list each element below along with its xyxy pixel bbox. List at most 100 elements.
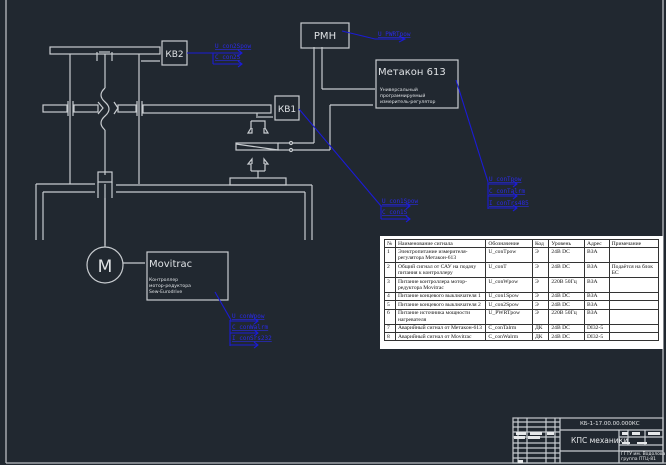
signal-table: № Наименование сигнала Обозначение Код У…	[380, 236, 663, 350]
signal-designation: C_conWalrm	[485, 332, 533, 342]
motor-label: M	[98, 257, 113, 277]
signal-tag: I_conSrs232	[232, 335, 272, 342]
signal-name: Питание концевого выключателя 2	[394, 300, 487, 310]
metakon-desc-3: измеритель-регулятор	[380, 100, 435, 105]
column-header: Код	[531, 238, 550, 249]
motor: M	[86, 198, 145, 284]
rmn-label: РМН	[314, 31, 336, 42]
signal-tag: U_con2Spow	[215, 43, 252, 50]
signal-code: Э	[531, 247, 550, 264]
signal-note	[608, 277, 660, 293]
movitrac-title: Movitrac	[149, 259, 192, 270]
signal-note	[608, 332, 660, 342]
signal-address: ВЗА	[583, 291, 610, 302]
signal-code: Э	[531, 277, 550, 293]
signal-designation: U_PWRTpow	[485, 308, 533, 325]
column-header: №	[384, 238, 396, 249]
signal-note	[608, 247, 660, 264]
column-header: Примечание	[608, 238, 660, 249]
table-header-row: № Наименование сигнала Обозначение Код У…	[384, 238, 660, 249]
base-frame	[35, 183, 313, 240]
column-header: Обозначение	[485, 238, 533, 249]
row-number: 7	[384, 323, 396, 334]
rmn-block: РМН	[300, 22, 350, 49]
drawing-title: КПС механики	[571, 436, 629, 445]
column-header: Уровень	[548, 238, 585, 249]
signal-level: 220В 50Гц	[548, 277, 585, 293]
signal-address: ВЗА	[583, 300, 610, 310]
movitrac-desc-1: Контроллер	[149, 277, 178, 283]
signal-name: Питание источника мощности нагревателя	[394, 308, 487, 325]
signal-designation: C_conTalrm	[485, 323, 533, 334]
document-code: КБ-1-17.00.00.000КС	[580, 421, 640, 427]
metakon-title: Метакон 613	[378, 67, 446, 78]
signal-name: Питание контроллера мотор-редуктора Movi…	[394, 277, 487, 293]
signal-name: Общий сигнал от САУ на подачу питания к …	[394, 262, 487, 279]
row-number: 3	[384, 277, 396, 293]
kv1-switch: КВ1	[274, 95, 300, 121]
signal-name: Аварийный сигнал от Метакон-613	[394, 323, 487, 334]
kv1-label: КВ1	[278, 105, 296, 115]
signal-designation: U_conWpow	[485, 277, 533, 293]
signal-tag: U_con1Spow	[382, 198, 419, 205]
column-header: Наименование сигнала	[394, 238, 487, 249]
signal-name: Питание концевого выключателя 1	[394, 291, 487, 302]
signal-address: ВЗА	[583, 277, 610, 293]
signal-tag: C_con1S	[382, 209, 408, 216]
signal-address: ВЗА	[583, 308, 610, 325]
signal-tag: C_conWalrm	[232, 324, 269, 331]
signal-level: 220В 50Гц	[548, 308, 585, 325]
signal-code: Э	[531, 308, 550, 325]
signal-code: Э	[531, 262, 550, 279]
metakon-desc-1: Универсальный	[380, 86, 418, 93]
signal-note	[608, 291, 660, 302]
signal-tag: I_conTrs485	[489, 200, 529, 207]
metakon-block: Метакон 613 Универсальный программируемы…	[375, 59, 459, 109]
signal-level: 24В DC	[548, 323, 585, 334]
signal-tag: U_PWRTpow	[378, 31, 411, 38]
row-number: 5	[384, 300, 396, 310]
movitrac-desc-2: мотор-редуктора	[149, 284, 191, 289]
signal-address: DI32-5	[583, 323, 610, 334]
column-header: Адрес	[583, 238, 610, 249]
signal-level: 24В DC	[548, 247, 585, 264]
signal-note	[608, 323, 660, 334]
signal-code: Э	[531, 300, 550, 310]
organization-line-1: ГГТУ им. Водолова	[621, 452, 666, 457]
signal-level: 24В DC	[548, 300, 585, 310]
signal-tag: C_con2S	[215, 54, 241, 61]
signal-level: 24В DC	[548, 332, 585, 342]
signal-designation: U_con1Spow	[485, 291, 533, 302]
clamp-mechanism	[229, 120, 294, 186]
row-number: 2	[384, 262, 396, 279]
control-wiring	[293, 47, 375, 151]
row-number: 1	[384, 247, 396, 264]
kv2-label: КВ2	[165, 50, 183, 60]
signal-name: Электропитание измерителя-регулятора Мет…	[394, 247, 487, 264]
row-number: 6	[384, 308, 396, 325]
row-number: 8	[384, 332, 396, 342]
signal-designation: U_con2Spow	[485, 300, 533, 310]
signal-address: ВЗА	[583, 247, 610, 264]
signal-rmn: U_PWRTpow	[341, 30, 411, 43]
signal-designation: U_conTpow	[485, 247, 533, 264]
signal-kv2: U_con2Spow C_con2S	[187, 43, 252, 68]
signal-address: DI32-5	[583, 332, 610, 342]
signal-metakon: U_conTpow C_conTalrm I_conTrs485	[455, 79, 529, 212]
horizontal-shaft	[42, 101, 273, 118]
signal-note	[608, 308, 660, 325]
signal-code: ДК	[531, 332, 550, 342]
metakon-desc-2: программируемый	[380, 92, 425, 99]
signal-movitrac: U_conWpow C_conWalrm I_conSrs232	[214, 291, 272, 349]
signal-tag: U_conWpow	[232, 313, 265, 320]
movitrac-block: Movitrac Контроллер мотор-редуктора Sew-…	[146, 251, 229, 301]
signal-note	[608, 300, 660, 310]
